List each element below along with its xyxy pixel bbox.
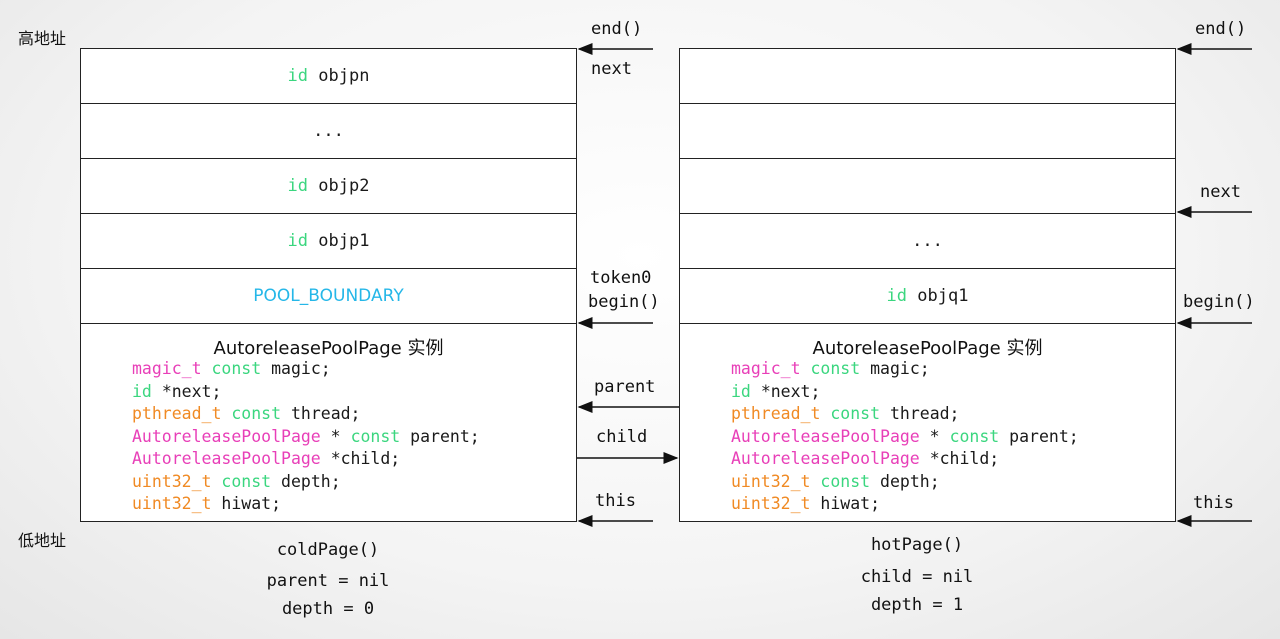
this-label: this [595, 491, 636, 511]
hot-page-caption: hotPage() [870, 535, 964, 555]
hot-page-box: ... id objq1 AutoreleasePoolPage 实例 magi… [679, 48, 1176, 522]
low-address-label: 低地址 [18, 531, 67, 550]
struct-title: AutoreleasePoolPage 实例 [812, 338, 1043, 359]
id-keyword: id [287, 231, 309, 251]
slot-objpn: id objpn [81, 49, 576, 104]
next-label: next [1200, 182, 1241, 202]
slot-empty [680, 159, 1175, 214]
slot-ellipsis: ... [680, 214, 1175, 269]
end-label: end() [1195, 19, 1247, 39]
cold-page-box: id objpn ... id objp2 id objp1 POOL_BOUN… [80, 48, 577, 522]
cold-page-parent: parent = nil [266, 571, 390, 591]
cold-page-depth: depth = 0 [281, 599, 375, 619]
id-keyword: id [287, 176, 309, 196]
page-struct: AutoreleasePoolPage 实例 magic_t const mag… [81, 325, 576, 521]
hot-page-child: child = nil [860, 567, 974, 587]
slot-pool-boundary: POOL_BOUNDARY [81, 269, 576, 324]
struct-title: AutoreleasePoolPage 实例 [213, 338, 444, 359]
struct-fields: magic_t const magic; id *next; pthread_t… [132, 359, 480, 513]
slot-name: objp1 [318, 231, 370, 251]
id-keyword: id [287, 66, 309, 86]
begin-label: begin() [1183, 292, 1255, 312]
slot-name: ... [912, 231, 943, 251]
slot-ellipsis: ... [81, 104, 576, 159]
slot-name: objq1 [917, 286, 969, 306]
slot-objp2: id objp2 [81, 159, 576, 214]
token-label: token0 [590, 268, 652, 288]
hot-page-depth: depth = 1 [870, 595, 964, 615]
id-keyword: id [886, 286, 908, 306]
high-address-label: 高地址 [18, 29, 67, 48]
pool-boundary-label: POOL_BOUNDARY [253, 286, 404, 306]
slot-name: objp2 [318, 176, 370, 196]
slot-objq1: id objq1 [680, 269, 1175, 324]
child-label: child [596, 427, 648, 447]
page-struct: AutoreleasePoolPage 实例 magic_t const mag… [680, 325, 1175, 521]
begin-label: begin() [588, 292, 660, 312]
cold-page-caption: coldPage() [276, 540, 380, 560]
end-label: end() [591, 19, 643, 39]
this-label: this [1193, 493, 1234, 513]
slot-empty [680, 104, 1175, 159]
parent-label: parent [594, 377, 656, 397]
slot-objp1: id objp1 [81, 214, 576, 269]
slot-name: ... [313, 121, 344, 141]
slot-name: objpn [318, 66, 370, 86]
next-label: next [591, 59, 632, 79]
struct-fields: magic_t const magic; id *next; pthread_t… [731, 359, 1079, 513]
slot-empty [680, 49, 1175, 104]
